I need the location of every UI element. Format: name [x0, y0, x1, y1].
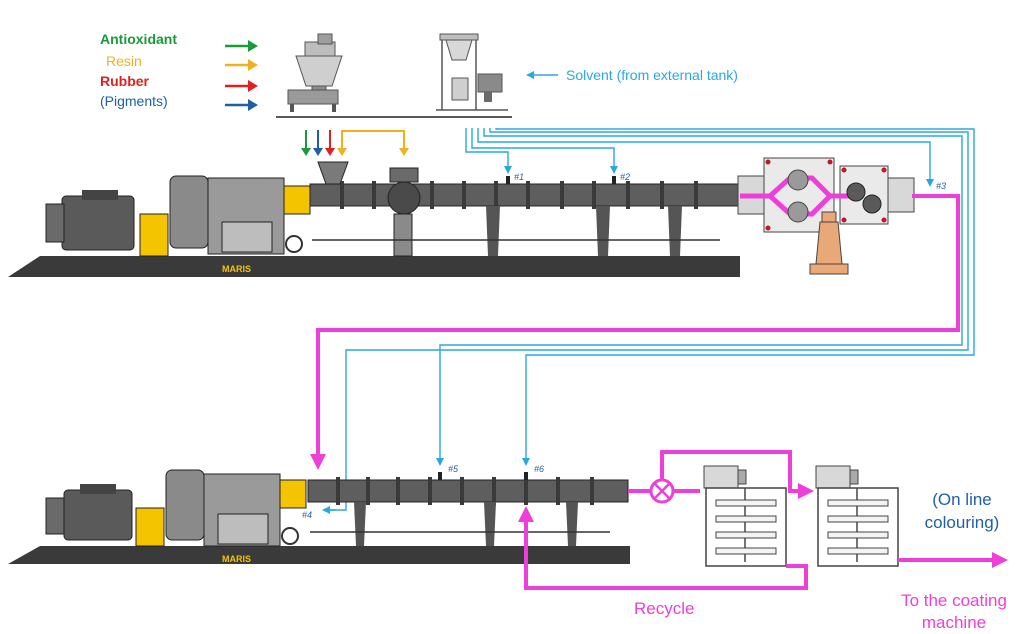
upper-coupling	[139, 213, 169, 257]
online-colouring-line2: colouring)	[925, 513, 1000, 532]
coating-label-line2: machine	[922, 613, 986, 632]
upper-base	[8, 256, 740, 277]
legend-rubber: Rubber	[100, 73, 150, 89]
online-colouring-line1: (On line	[932, 490, 992, 509]
legend-arrow-antioxidant-icon	[225, 40, 258, 52]
solvent-dosing-unit-icon	[436, 33, 508, 111]
mixing-tank-2	[815, 465, 899, 567]
legend-pigments: (Pigments)	[100, 93, 168, 109]
port-1-label: #1	[514, 172, 524, 182]
upper-motor-icon	[61, 195, 135, 251]
lower-extruder: MARIS #5 #6 #4	[8, 464, 630, 564]
gravimetric-feeder-icon	[287, 33, 343, 112]
upper-hopper	[317, 161, 349, 185]
side-feeder-icon	[387, 181, 421, 215]
upper-brand: MARIS	[222, 264, 251, 274]
recycle-label: Recycle	[634, 599, 694, 618]
feed-arrows	[301, 130, 409, 156]
legend-arrow-pigments-icon	[225, 99, 258, 111]
port-4-label: #4	[302, 510, 312, 520]
lower-melt-lines	[518, 450, 1008, 590]
coating-label-line1: To the coating	[901, 591, 1007, 610]
port-5-label: #5	[448, 464, 459, 474]
upper-gearbox-icon	[169, 175, 209, 249]
lower-brand: MARIS	[222, 554, 251, 564]
upper-extruder: MARIS #1 #2	[8, 161, 741, 277]
solvent-label: Solvent (from external tank)	[566, 67, 738, 83]
legend-arrow-rubber-icon	[225, 80, 258, 92]
legend-antioxidant: Antioxidant	[100, 31, 177, 47]
lower-gearbox-icon	[165, 469, 205, 541]
solvent-input: Solvent (from external tank)	[526, 67, 738, 83]
lower-base	[8, 546, 630, 564]
melt-transfer-line	[310, 194, 960, 470]
melt-pump-assembly: #3	[737, 157, 946, 275]
port-3-label: #3	[936, 181, 946, 191]
mixing-tank-1	[703, 465, 787, 567]
legend: Antioxidant Resin Rubber (Pigments)	[100, 31, 258, 111]
solvent-lines	[322, 128, 975, 514]
lower-coupling	[135, 507, 165, 547]
three-way-valve-icon	[649, 478, 675, 504]
port-2-label: #2	[620, 172, 630, 182]
port-6-label: #6	[534, 464, 544, 474]
legend-resin: Resin	[106, 53, 142, 69]
lower-motor-icon	[63, 489, 133, 541]
legend-arrow-resin-icon	[225, 59, 258, 71]
lower-barrel	[307, 479, 629, 503]
